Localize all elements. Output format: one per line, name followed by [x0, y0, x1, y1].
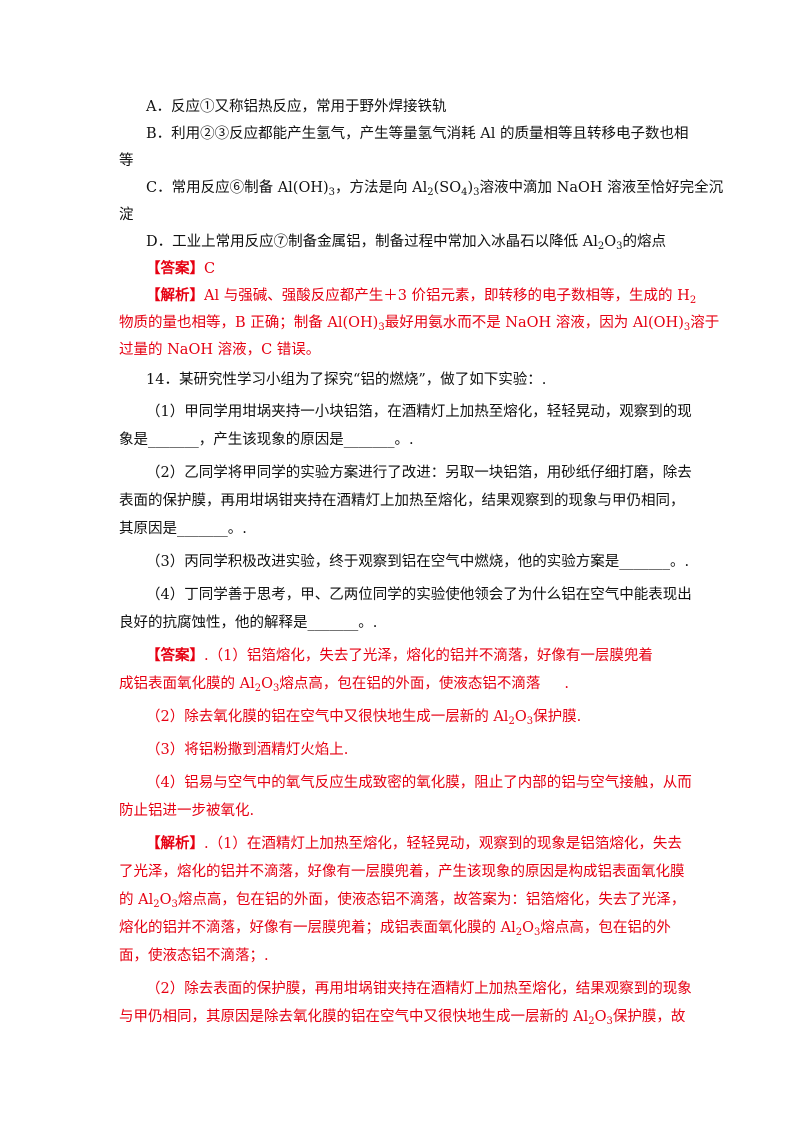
q14-part1-line2: 象是_______，产生该现象的原因是_______。.	[119, 432, 414, 448]
q14-answer-part4-line1: （4）铝易与空气中的氧气反应生成致密的氧化膜，阻止了内部的铝与空气接触，从而	[146, 775, 692, 791]
q13-analysis-line3: 过量的 NaOH 溶液，C 错误。	[119, 342, 321, 358]
option-b-line2: 等	[119, 153, 134, 169]
option-b-line1: B．利用②③反应都能产生氢气，产生等量氢气消耗 Al 的质量相等且转移电子数也相	[146, 126, 689, 142]
option-c-line2: 淀	[119, 207, 134, 223]
option-c-line1: C．常用反应⑥制备 Al(OH)3，方法是向 Al2(SO4)3溶液中滴加 Na…	[146, 180, 724, 198]
q14-part2-line1: （2）乙同学将甲同学的实验方案进行了改进：另取一块铝箔，用砂纸仔细打磨，除去	[146, 465, 692, 481]
q14-part3: （3）丙同学积极改进实验，终于观察到铝在空气中燃烧，他的实验方案是_______…	[146, 554, 690, 570]
option-d: D．工业上常用反应⑦制备金属铝，制备过程中常加入冰晶石以降低 Al2O3的熔点	[146, 234, 666, 252]
q14-analysis-line2: 了光泽，熔化的铝并不滴落，好像有一层膜兜着，产生该现象的原因是构成铝表面氧化膜	[119, 864, 685, 880]
q14-stem: 14．某研究性学习小组为了探究“铝的燃烧”，做了如下实验：.	[146, 372, 547, 388]
option-a: A．反应①又称铝热反应，常用于野外焊接铁轨	[146, 99, 447, 115]
q14-answer-part4-line2: 防止铝进一步被氧化.	[119, 803, 255, 819]
q14-analysis-part2-line1: （2）除去表面的保护膜，再用坩埚钳夹持在酒精灯上加热至熔化，结果观察到的现象	[146, 981, 692, 997]
q14-answer-part2: （2）除去氧化膜的铝在空气中又很快地生成一层新的 Al2O3保护膜.	[146, 709, 582, 727]
q14-answer-line1: 【答案】.（1）铝箔熔化，失去了光泽，熔化的铝并不滴落，好像有一层膜兜着	[146, 647, 653, 664]
q14-analysis-part2-line2: 与甲仍相同，其原因是除去氧化膜的铝在空气中又很快地生成一层新的 Al2O3保护膜…	[119, 1009, 686, 1027]
q14-answer-part3: （3）将铝粉撒到酒精灯火焰上.	[146, 742, 349, 758]
q14-answer-line2: 成铝表面氧化膜的 Al2O3熔点高，包在铝的外面，使液态铝不滴落.	[119, 676, 569, 694]
q14-part2-line2: 表面的保护膜，再用坩埚钳夹持在酒精灯上加热至熔化，结果观察到的现象与甲仍相同，	[119, 493, 685, 509]
q13-answer: 【答案】C	[146, 260, 216, 277]
q14-part4-line2: 良好的抗腐蚀性，他的解释是_______。.	[119, 615, 378, 631]
q14-part1-line1: （1）甲同学用坩埚夹持一小块铝箔，在酒精灯上加热至熔化，轻轻晃动，观察到的现	[146, 404, 692, 420]
q13-analysis-line2: 物质的量也相等，B 正确；制备 Al(OH)3最好用氨水而不是 NaOH 溶液，…	[119, 315, 720, 333]
q14-analysis-line4: 熔化的铝并不滴落，好像有一层膜兜着；成铝表面氧化膜的 Al2O3熔点高，包在铝的…	[119, 920, 671, 938]
q14-part4-line1: （4）丁同学善于思考，甲、乙两位同学的实验使他领会了为什么铝在空气中能表现出	[146, 587, 692, 603]
q14-analysis-line3: 的 Al2O3熔点高，包在铝的外面，使液态铝不滴落，故答案为：铝箔熔化，失去了光…	[119, 892, 686, 910]
q14-analysis-line5: 面，使液态铝不滴落；.	[119, 948, 269, 964]
q14-analysis-line1: 【解析】.（1）在酒精灯上加热至熔化，轻轻晃动，观察到的现象是铝箔熔化，失去	[146, 835, 682, 852]
q13-analysis-line1: 【解析】Al 与强碱、强酸反应都产生＋3 价铝元素，即转移的电子数相等，生成的 …	[146, 287, 697, 306]
q14-part2-line3: 其原因是_______。.	[119, 521, 247, 537]
